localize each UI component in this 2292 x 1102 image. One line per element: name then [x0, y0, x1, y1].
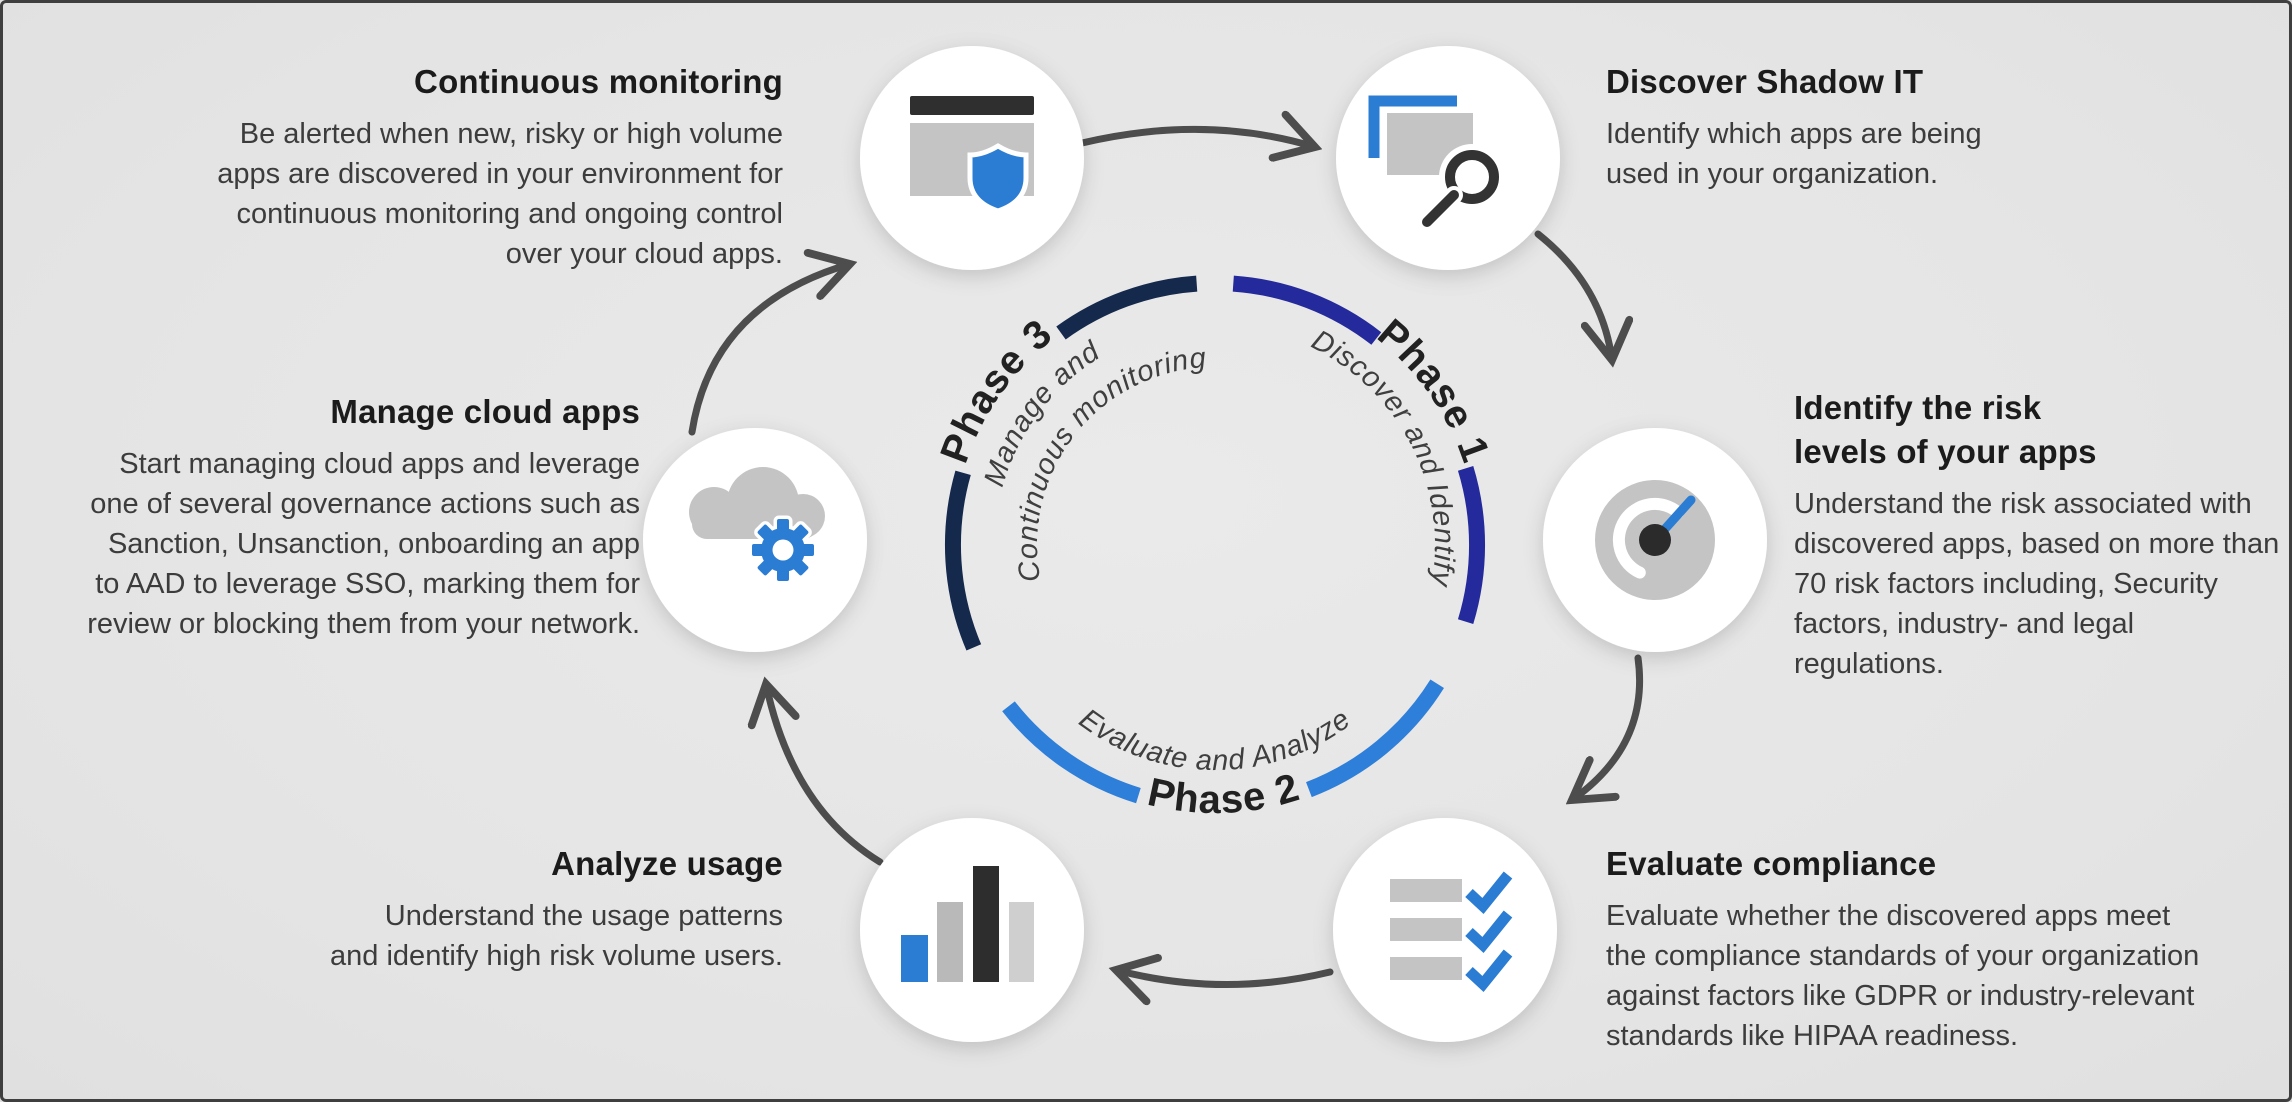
body-line: Understand the risk associated with [1794, 488, 2252, 520]
phase-2-arc-b [1002, 701, 1141, 804]
bar-dark [973, 866, 999, 982]
app-search-icon [1336, 46, 1560, 270]
title-line: Analyze usage [551, 845, 783, 882]
app-shield-icon [860, 46, 1084, 270]
step-description: Be alerted when new, risky or high volum… [217, 114, 783, 274]
body-line: Understand the usage patterns [384, 900, 783, 932]
body-line: continuous monitoring and ongoing contro… [236, 198, 783, 230]
step-description: Understand the usage patterns and identi… [330, 896, 783, 976]
body-line: 70 risk factors including, Security [1794, 568, 2218, 600]
app-titlebar [910, 96, 1034, 115]
bar-light [1009, 902, 1034, 982]
gear-glyph [748, 515, 818, 585]
arrow-bottom [1116, 970, 1334, 985]
body-line: Identify which apps are being [1606, 118, 1982, 150]
phase-3-arc-b [1056, 275, 1198, 340]
cycle-arrows [688, 129, 1644, 985]
step-title: Discover Shadow IT [1606, 60, 1982, 104]
body-line: over your cloud apps. [505, 238, 783, 270]
bar-gray [937, 902, 963, 982]
step-manage-cloud-apps: Manage cloud apps Start managing cloud a… [87, 390, 640, 644]
title-line: Continuous monitoring [414, 63, 783, 100]
arrow-lower-right [1572, 654, 1644, 800]
icon-circle [643, 428, 867, 652]
arrow-top [1078, 129, 1315, 147]
bar-chart-icon [860, 818, 1084, 1042]
body-line: to AAD to leverage SSO, marking them for [95, 568, 640, 600]
step-description: Understand the risk associated with disc… [1794, 484, 2292, 684]
step-title: Evaluate compliance [1606, 842, 2199, 886]
body-line: against factors like GDPR or industry-re… [1606, 980, 2195, 1012]
step-title: Analyze usage [330, 842, 783, 886]
step-analyze-usage: Analyze usage Understand the usage patte… [330, 842, 783, 976]
step-title: Continuous monitoring [217, 60, 783, 104]
icon-circle [860, 818, 1084, 1042]
body-line: factors, industry- and legal regulations… [1794, 608, 2135, 680]
title-line: Manage cloud apps [330, 393, 640, 430]
cloud-shape [689, 467, 825, 539]
step-identify-risk: Identify the risk levels of your apps Un… [1794, 386, 2292, 684]
ring-labels: Phase 1 Phase 2 Phase 3 Discover and Ide… [932, 311, 1496, 822]
magnifier-lens [1445, 150, 1499, 204]
title-line: levels of your apps [1794, 433, 2097, 470]
phase-1-arc-a [1232, 275, 1382, 345]
body-line: Sanction, Unsanction, onboarding an app [107, 528, 640, 560]
gauge-arc [1612, 497, 1685, 579]
gauge-hub [1639, 524, 1671, 556]
bar-blue [901, 935, 928, 982]
step-description: Start managing cloud apps and leverage o… [87, 444, 640, 644]
step-icons [643, 46, 1767, 1042]
cloud-gear-icon [643, 428, 867, 652]
phase-2-arc-a [1306, 679, 1444, 798]
body-line: the compliance standards of your organiz… [1606, 940, 2200, 972]
body-line: Start managing cloud apps and leverage [119, 448, 640, 480]
phase-2-caption: Evaluate and Analyze [1073, 703, 1356, 777]
step-description: Identify which apps are being used in yo… [1606, 114, 1982, 194]
arrow-upper-left [688, 264, 850, 436]
body-line: one of several governance actions such a… [90, 488, 640, 520]
body-line: Evaluate whether the discovered apps mee… [1606, 900, 2171, 932]
risk-gauge-icon [1543, 428, 1767, 652]
title-line: Evaluate compliance [1606, 845, 1937, 882]
body-line: Be alerted when new, risky or high volum… [239, 118, 783, 150]
body-line: review or blocking them from your networ… [87, 608, 640, 640]
step-evaluate-compliance: Evaluate compliance Evaluate whether the… [1606, 842, 2199, 1056]
arrow-lower-left [766, 684, 884, 866]
body-line: discovered apps, based on more than [1794, 528, 2280, 560]
title-line: Identify the risk [1794, 389, 2042, 426]
body-line: used in your organization. [1606, 158, 1939, 190]
phase-ring [944, 275, 1486, 804]
step-description: Evaluate whether the discovered apps mee… [1606, 896, 2199, 1056]
step-title: Manage cloud apps [87, 390, 640, 434]
title-line: Discover Shadow IT [1606, 63, 1924, 100]
checklist-bars [1390, 879, 1462, 980]
magnifier-handle [1422, 190, 1459, 227]
arrow-upper-right [1534, 230, 1612, 360]
step-continuous-monitoring: Continuous monitoring Be alerted when ne… [217, 60, 783, 274]
phase-1-arc-b [1457, 466, 1486, 624]
checklist-checks [1465, 871, 1513, 993]
app-outline [1368, 95, 1457, 158]
step-title: Identify the risk levels of your apps [1794, 386, 2292, 474]
body-line: standards like HIPAA readiness. [1606, 1020, 2019, 1052]
body-line: and identify high risk volume users. [330, 940, 783, 972]
phase-3-arc-a [944, 470, 982, 651]
checklist-icon [1333, 818, 1557, 1042]
body-line: apps are discovered in your environment … [217, 158, 783, 190]
step-discover-shadow-it: Discover Shadow IT Identify which apps a… [1606, 60, 1982, 194]
shield-glyph [967, 143, 1029, 214]
